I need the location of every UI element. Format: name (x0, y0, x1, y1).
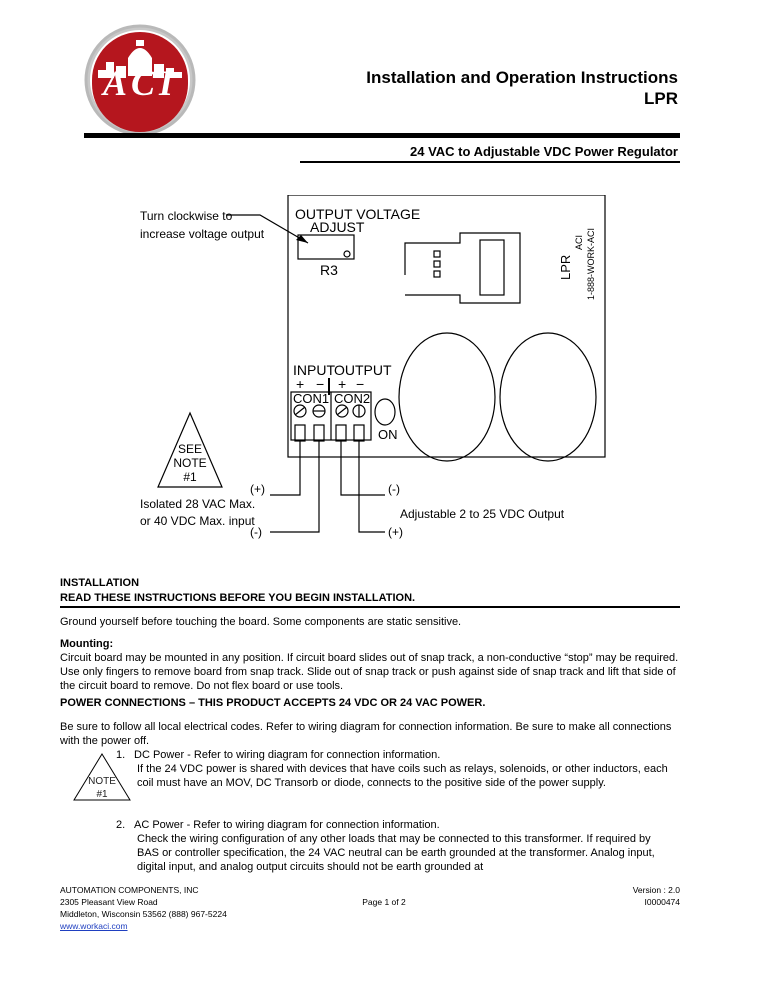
power-text: Be sure to follow all local electrical c… (60, 721, 672, 747)
logo-text: ACI (102, 63, 178, 103)
item2-text: Check the wiring configuration of any ot… (137, 833, 655, 873)
label-minus-1: − (316, 376, 324, 392)
product-code: LPR (644, 89, 678, 108)
label-output-minus: (-) (388, 482, 400, 496)
mounting-text: Circuit board may be mounted in any posi… (60, 652, 679, 692)
footer-address: 2305 Pleasant View Road (60, 897, 158, 907)
power-heading: POWER CONNECTIONS – THIS PRODUCT ACCEPTS… (60, 697, 486, 709)
label-on: ON (378, 427, 398, 442)
item2-number: 2. (116, 819, 126, 831)
label-plus-2: + (338, 376, 346, 392)
item1-text: If the 24 VDC power is shared with devic… (137, 763, 668, 789)
callout-adjust-2: increase voltage output (140, 227, 265, 241)
wiring-diagram: Turn clockwise to increase voltage outpu… (140, 195, 606, 539)
label-input-plus: (+) (250, 482, 265, 496)
footer-doc-id: I0000474 (644, 897, 680, 907)
label-isolated-2: or 40 VDC Max. input (140, 514, 255, 528)
item1-number: 1. (116, 749, 126, 761)
footer-website-link[interactable]: www.workaci.com (60, 921, 128, 931)
label-lpr: LPR (558, 255, 573, 280)
installation-rule (60, 606, 680, 608)
label-aci-board: ACI (574, 235, 584, 250)
footer-version: Version : 2.0 (632, 885, 680, 895)
read-first-heading: READ THESE INSTRUCTIONS BEFORE YOU BEGIN… (60, 592, 416, 604)
mounting-heading: Mounting: (60, 638, 114, 650)
label-con2: CON2 (334, 391, 370, 406)
callout-adjust-1: Turn clockwise to (140, 209, 233, 223)
note-icon-number: #1 (96, 789, 108, 800)
item1-title: DC Power - Refer to wiring diagram for c… (134, 749, 441, 761)
label-isolated-1: Isolated 28 VAC Max. (140, 497, 255, 511)
subtitle-rule (300, 161, 680, 163)
label-input: INPUT (293, 362, 335, 378)
footer-company: AUTOMATION COMPONENTS, INC (60, 885, 199, 895)
note-label: NOTE (173, 456, 206, 470)
header-rule (84, 133, 680, 138)
label-adjustable-output: Adjustable 2 to 25 VDC Output (400, 507, 565, 521)
label-minus-2: − (356, 376, 364, 392)
label-input-minus: (-) (250, 525, 262, 539)
label-phone-board: 1-888-WORK-ACI (586, 228, 596, 300)
label-con1: CON1 (293, 391, 329, 406)
page-title: Installation and Operation Instructions (366, 68, 678, 87)
installation-heading: INSTALLATION (60, 577, 140, 589)
label-plus-1: + (296, 376, 304, 392)
ground-text: Ground yourself before touching the boar… (60, 616, 462, 628)
item2-title: AC Power - Refer to wiring diagram for c… (134, 819, 440, 831)
footer-city: Middleton, Wisconsin 53562 (888) 967-522… (60, 909, 227, 919)
footer-page-number: Page 1 of 2 (362, 897, 406, 907)
note-see: SEE (178, 442, 202, 456)
label-output-voltage: OUTPUT VOLTAGE (295, 206, 420, 222)
label-adjust: ADJUST (310, 219, 365, 235)
note-number: #1 (183, 470, 197, 484)
page-subtitle: 24 VAC to Adjustable VDC Power Regulator (410, 144, 678, 159)
label-r3: R3 (320, 262, 338, 278)
note-icon (73, 753, 131, 801)
label-output: OUTPUT (334, 362, 392, 378)
note-icon-label: NOTE (88, 776, 116, 787)
label-output-plus: (+) (388, 525, 403, 539)
